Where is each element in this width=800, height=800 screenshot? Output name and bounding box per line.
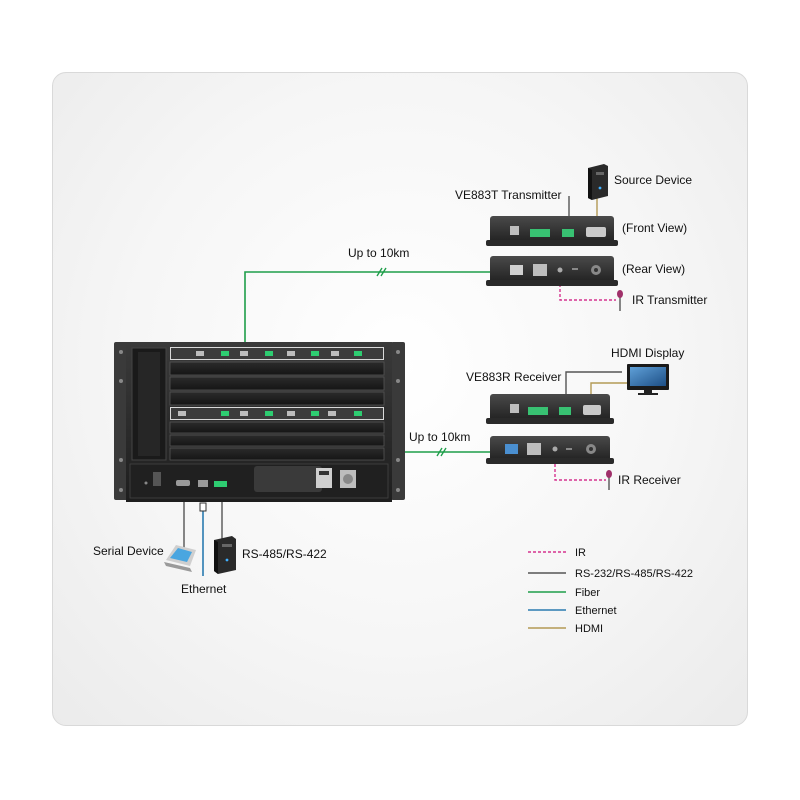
card-slot-8 — [169, 447, 385, 461]
legend-item-hdmi: HDMI — [528, 623, 603, 635]
card-slot-2 — [169, 361, 385, 376]
hdmi-display-icon — [627, 364, 669, 395]
ir-cable-receiver — [554, 454, 606, 481]
legend-item-ethernet: Ethernet — [528, 605, 617, 617]
legend-label: RS-232/RS-485/RS-422 — [575, 568, 693, 580]
serial-cable-receiver — [565, 371, 622, 404]
transmitter-label: VE883T Transmitter — [455, 188, 562, 202]
serial-device-icon — [164, 545, 196, 572]
card-slot-4 — [169, 391, 385, 406]
card-slot-7 — [169, 434, 385, 447]
ir-cable-transmitter — [559, 274, 616, 301]
legend-item-fiber: Fiber — [528, 587, 600, 599]
receiver-rear-view — [486, 436, 614, 464]
legend-label: IR — [575, 547, 586, 559]
card-slot-6 — [169, 421, 385, 434]
distance-label-bottom: Up to 10km — [409, 430, 470, 444]
rs485-device-icon — [214, 536, 236, 574]
legend: IR RS-232/RS-485/RS-422 Fiber Ethernet H… — [528, 547, 693, 635]
hdmi-display-label: HDMI Display — [611, 346, 684, 360]
receiver-front-view — [486, 394, 614, 424]
legend-item-ir: IR — [528, 547, 586, 559]
front-view-label: (Front View) — [622, 221, 687, 235]
ir-receiver-icon — [606, 470, 612, 490]
card-slot-1 — [170, 347, 384, 360]
legend-item-serial: RS-232/RS-485/RS-422 — [528, 568, 693, 580]
break-mark-top — [376, 267, 387, 277]
ethernet-plug — [199, 502, 207, 512]
fiber-cable-top — [244, 271, 518, 352]
ir-receiver-label: IR Receiver — [618, 473, 681, 487]
legend-label: Fiber — [575, 587, 600, 599]
ethernet-label: Ethernet — [181, 582, 227, 596]
serial-device-label: Serial Device — [93, 544, 164, 558]
transmitter-front-view — [486, 216, 618, 246]
receiver-label: VE883R Receiver — [466, 370, 561, 384]
rs485-label: RS-485/RS-422 — [242, 547, 327, 561]
source-device-label: Source Device — [614, 173, 692, 187]
ir-transmitter-label: IR Transmitter — [632, 293, 707, 307]
card-slot-3 — [169, 376, 385, 391]
legend-label: Ethernet — [575, 605, 617, 617]
chassis-bottom-panel — [129, 463, 389, 499]
break-mark-bottom — [436, 447, 447, 457]
rear-view-label: (Rear View) — [622, 262, 685, 276]
ir-transmitter-icon — [617, 290, 623, 311]
card-slot-5 — [170, 407, 384, 420]
distance-label-top: Up to 10km — [348, 246, 409, 260]
source-device-icon — [588, 164, 608, 200]
transmitter-rear-view — [486, 256, 618, 286]
legend-label: HDMI — [575, 623, 603, 635]
